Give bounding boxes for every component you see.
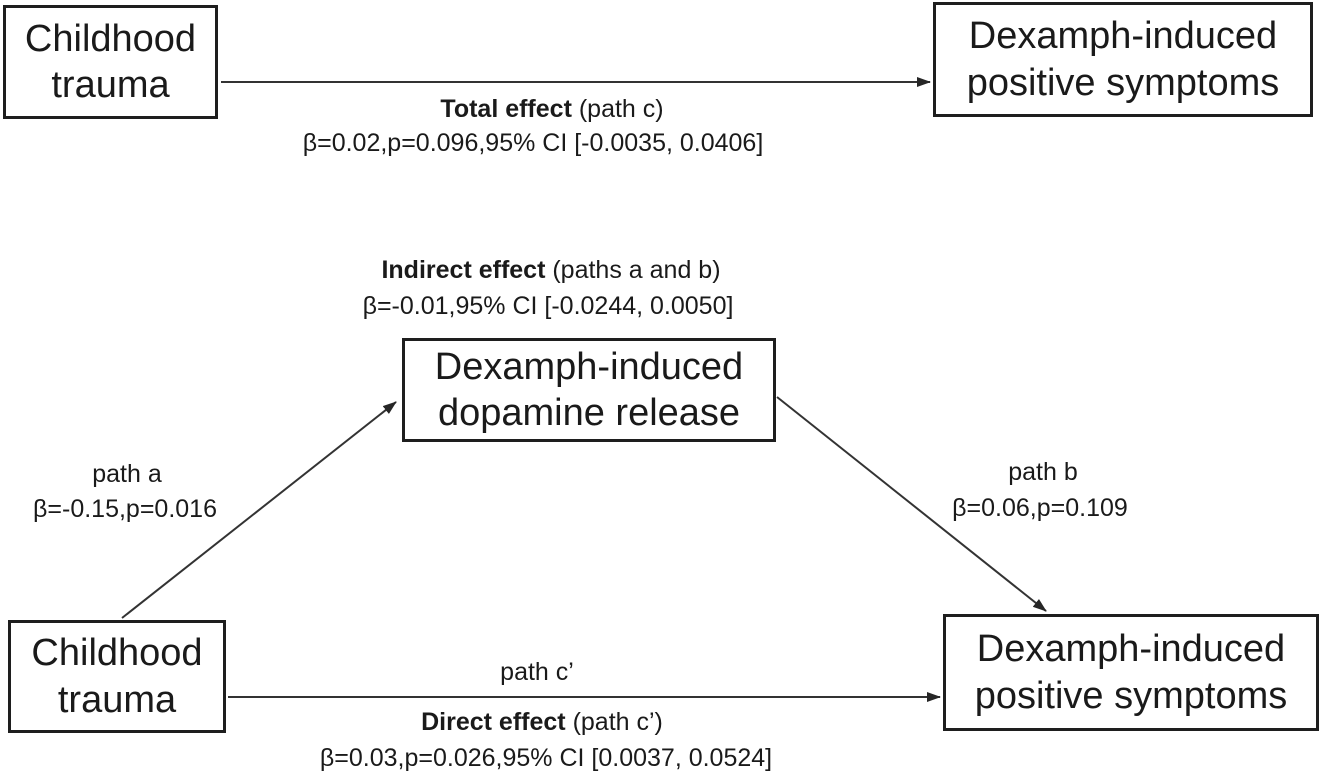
path-b-label: path b xyxy=(1008,458,1078,486)
direct-effect-label: Direct effect (path c’) xyxy=(421,707,663,737)
mediator-box: Dexamph-induced dopamine release xyxy=(402,338,776,442)
total-effect-label: Total effect (path c) xyxy=(440,94,663,124)
mediator-box-label: Dexamph-induced dopamine release xyxy=(434,345,744,434)
outcome-box-top: Dexamph-induced positive symptoms xyxy=(933,2,1313,117)
outcome-box-bottom-label: Dexamph-induced positive symptoms xyxy=(974,628,1288,717)
path-c-prime-label: path c’ xyxy=(500,658,574,686)
direct-effect-path: (path c’) xyxy=(565,708,663,736)
predictor-box-top: Childhood trauma xyxy=(3,5,218,119)
path-b-stats: β=0.06,p=0.109 xyxy=(952,494,1128,522)
predictor-box-bottom-label: Childhood trauma xyxy=(31,632,203,721)
predictor-box-top-label: Childhood trauma xyxy=(24,17,197,106)
path-a-arrow xyxy=(121,401,397,619)
path-a-label: path a xyxy=(92,460,162,488)
total-effect-path: (path c) xyxy=(571,95,664,123)
path-b-arrow xyxy=(776,396,1047,612)
indirect-effect-stats: β=-0.01,95% CI [-0.0244, 0.0050] xyxy=(362,292,734,320)
path-a-stats: β=-0.15,p=0.016 xyxy=(33,495,217,523)
indirect-effect-path: (paths a and b) xyxy=(545,256,721,284)
indirect-effect-name: Indirect effect xyxy=(381,256,546,284)
direct-effect-stats: β=0.03,p=0.026,95% CI [0.0037, 0.0524] xyxy=(319,744,773,772)
outcome-box-bottom: Dexamph-induced positive symptoms xyxy=(943,614,1319,731)
total-effect-name: Total effect xyxy=(440,95,572,123)
total-effect-stats: β=0.02,p=0.096,95% CI [-0.0035, 0.0406] xyxy=(302,129,764,157)
direct-effect-name: Direct effect xyxy=(421,708,566,736)
predictor-box-bottom: Childhood trauma xyxy=(8,620,226,733)
indirect-effect-label: Indirect effect (paths a and b) xyxy=(381,255,720,285)
outcome-box-top-label: Dexamph-induced positive symptoms xyxy=(966,15,1280,104)
